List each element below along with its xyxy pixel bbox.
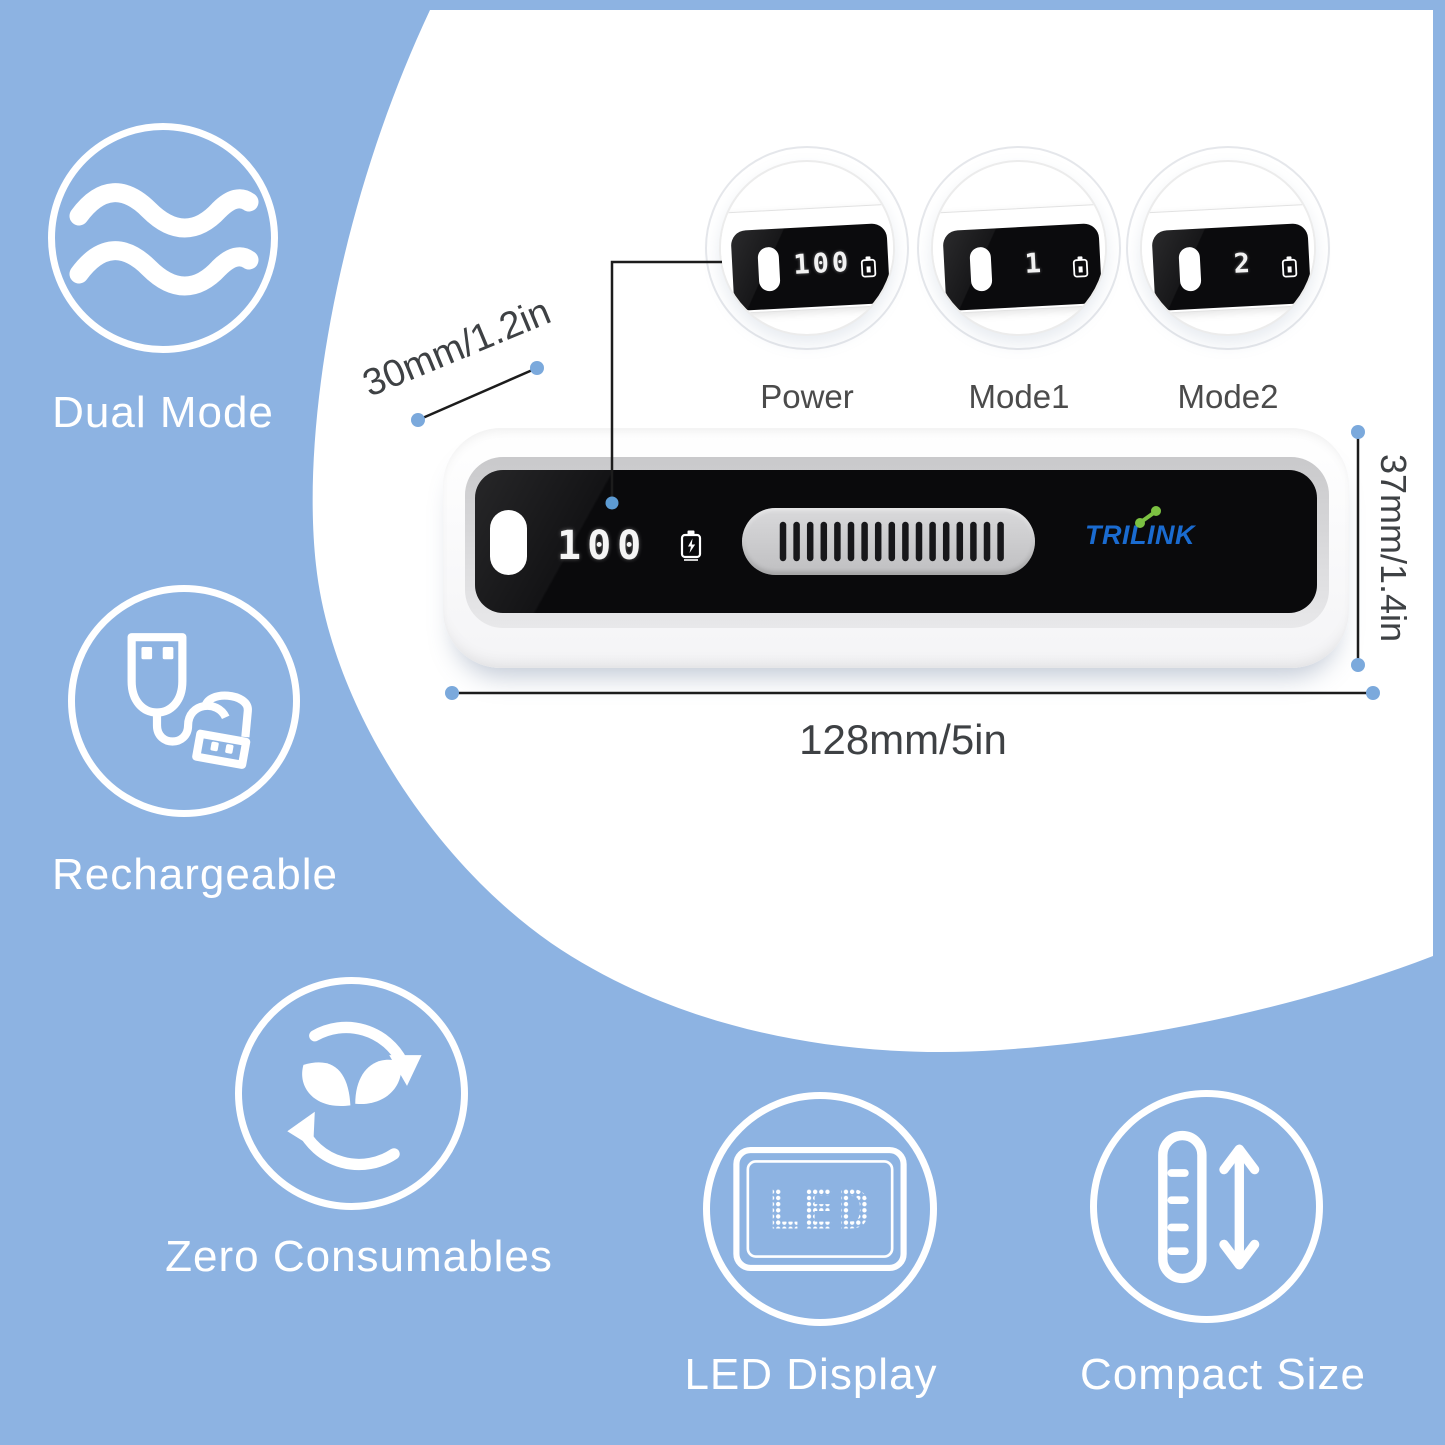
feature-label-compact-size: Compact Size [1080, 1350, 1366, 1399]
callout-label-mode2: Mode2 [1177, 378, 1279, 415]
dimension-height-label: 37mm/1.4in [1373, 453, 1414, 643]
mini-device-body: 1 [933, 202, 1105, 316]
device-vent [742, 508, 1035, 575]
device-display-panel: 100 TRILINK [475, 470, 1317, 613]
mini-device-display: 1 [942, 222, 1103, 312]
battery-icon [860, 256, 877, 278]
vent-slits [779, 521, 1004, 562]
mini-device-body: 2 [1142, 202, 1314, 316]
mode1-display-value: 1 [1023, 247, 1045, 280]
battery-icon [1281, 256, 1298, 278]
usb-cable-icon [127, 633, 252, 769]
zero-consumables-circle [235, 977, 468, 1210]
feature-label-dual-mode: Dual Mode [52, 388, 274, 437]
feature-label-led-display: LED Display [684, 1350, 938, 1399]
feature-label-rechargeable: Rechargeable [52, 850, 338, 899]
mode1-callout-ring [917, 146, 1121, 350]
compact-size-circle [1090, 1090, 1323, 1323]
device-power-button [490, 510, 527, 575]
led-icon-text: LED [767, 1177, 873, 1241]
dimension-width-label: 128mm/5in [799, 716, 1007, 763]
mode2-callout-ring [1126, 146, 1330, 350]
feature-label-zero-consumables: Zero Consumables [165, 1232, 553, 1281]
recycle-leaves-icon [286, 1021, 422, 1170]
rechargeable-circle [68, 585, 300, 817]
mini-device-button [757, 246, 781, 292]
battery-icon [1072, 256, 1089, 278]
callout-label-mode1: Mode1 [968, 378, 1070, 415]
led-display-circle: LED [703, 1092, 937, 1326]
link-chain-icon [1135, 506, 1161, 528]
waves-icon [69, 183, 259, 296]
mini-device-button [1178, 246, 1202, 292]
power-display-value: 100 [792, 246, 852, 281]
mini-device-display: 100 [730, 222, 891, 312]
callout-label-power: Power [760, 378, 854, 415]
mode1-callout-circle: 1 [931, 160, 1107, 336]
mode2-display-value: 2 [1232, 247, 1254, 280]
mini-device-button [969, 246, 993, 292]
mode2-callout-circle: 2 [1140, 160, 1316, 336]
ruler-height-icon [1157, 1130, 1259, 1283]
battery-charging-icon [680, 530, 702, 561]
led-screen-icon: LED [733, 1146, 907, 1272]
device-display-value: 100 [557, 523, 648, 569]
mini-device-display: 2 [1151, 222, 1312, 312]
dual-mode-circle [48, 123, 278, 353]
power-callout-ring [705, 146, 909, 350]
brand-logo: TRILINK [1085, 506, 1225, 551]
mini-device-body: 100 [721, 202, 893, 316]
device-body: 100 TRILINK [443, 428, 1349, 668]
power-callout-circle: 100 [719, 160, 895, 336]
